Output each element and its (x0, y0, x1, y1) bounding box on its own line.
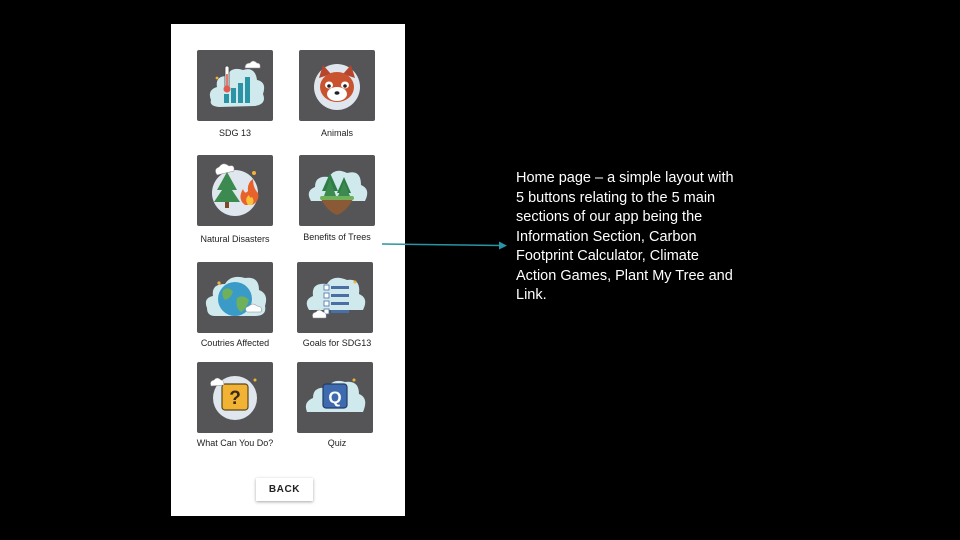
what-can-you-do-button[interactable]: ? (197, 362, 273, 433)
natural-disasters-label: Natural Disasters (200, 234, 270, 244)
goals-for-sdg13-button[interactable] (297, 262, 373, 333)
pointer-arrow (381, 241, 507, 250)
animals-label: Animals (320, 128, 353, 138)
natural-disasters-button[interactable] (197, 155, 273, 226)
checklist-icon (306, 277, 366, 319)
red-panda-icon (314, 64, 360, 110)
goals-for-sdg13-label: Goals for SDG13 (302, 338, 372, 348)
quiz-button[interactable]: Q (297, 362, 373, 433)
question-mark-icon: ? (210, 376, 257, 420)
sdg13-label: SDG 13 (218, 128, 251, 138)
countries-affected-label: Coutries Affected (200, 338, 270, 348)
app-screen: SDG 13 Animals Natural Disasters (171, 24, 405, 516)
back-button[interactable]: BACK (256, 478, 313, 501)
sdg13-button[interactable] (197, 50, 273, 121)
thermometer-chart-icon (209, 60, 265, 107)
benefits-of-trees-label: Benefits of Trees (303, 232, 371, 242)
animals-button[interactable] (299, 50, 375, 121)
countries-affected-button[interactable] (197, 262, 273, 333)
what-can-you-do-label: What Can You Do? (196, 438, 274, 448)
quiz-label: Quiz (327, 438, 347, 448)
benefits-of-trees-button[interactable] (299, 155, 375, 226)
svg-text:Q: Q (328, 388, 341, 407)
svg-text:?: ? (229, 388, 241, 409)
floating-forest-island-icon (308, 170, 368, 215)
wildfire-tree-icon (212, 163, 259, 216)
globe-icon (205, 276, 267, 316)
annotation-text: Home page – a simple layout with 5 butto… (516, 170, 734, 303)
quiz-q-icon: Q (305, 378, 366, 412)
